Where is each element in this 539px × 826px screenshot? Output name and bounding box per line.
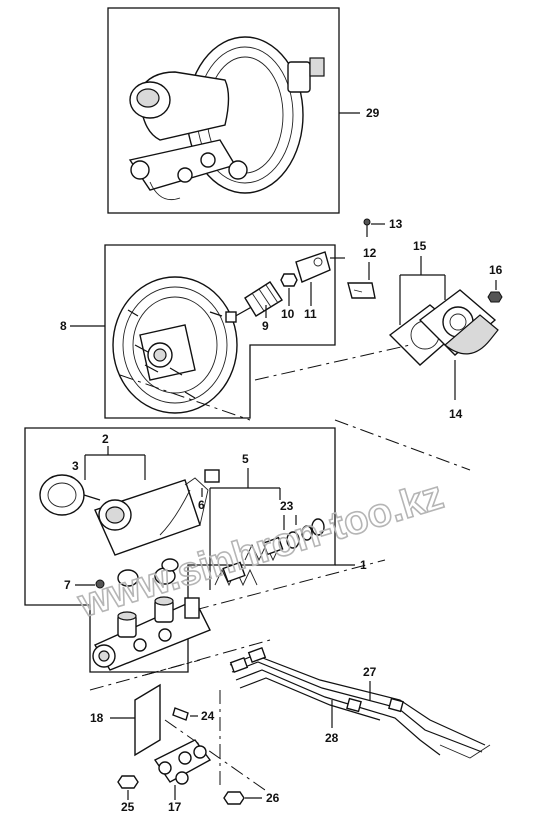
callout-2: 2 <box>102 432 109 446</box>
callout-13: 13 <box>389 217 403 231</box>
callout-11: 11 <box>304 307 317 321</box>
proportioning-valve-group: 18 24 17 25 26 <box>90 683 280 814</box>
callout-24: 24 <box>201 709 215 723</box>
callout-8: 8 <box>60 319 67 333</box>
callout-1: 1 <box>360 558 367 572</box>
callout-28: 28 <box>325 731 339 745</box>
callout-18: 18 <box>90 711 104 725</box>
callout-3: 3 <box>72 459 79 473</box>
callout-7: 7 <box>64 578 71 592</box>
callout-29: 29 <box>366 106 380 120</box>
callout-26: 26 <box>266 791 280 805</box>
callout-17: 17 <box>168 800 182 814</box>
booster-box: 8 9 10 11 <box>60 244 345 419</box>
callout-16: 16 <box>489 263 503 277</box>
callout-5: 5 <box>242 452 249 466</box>
callout-23: 23 <box>280 499 294 513</box>
callout-27: 27 <box>363 665 377 679</box>
callout-12: 12 <box>363 246 377 260</box>
brake-lines-group: 27 28 <box>229 647 491 759</box>
booster-assembly-box: 29 <box>107 7 380 214</box>
master-cylinder-box: 1 2 3 6 7 5 23 <box>24 427 367 673</box>
callout-10: 10 <box>281 307 295 321</box>
callout-9: 9 <box>262 319 269 333</box>
callout-14: 14 <box>449 407 463 421</box>
callout-25: 25 <box>121 800 135 814</box>
callout-15: 15 <box>413 239 427 253</box>
mounting-parts-group: 13 12 15 14 16 <box>347 217 503 421</box>
callout-6: 6 <box>198 498 205 512</box>
